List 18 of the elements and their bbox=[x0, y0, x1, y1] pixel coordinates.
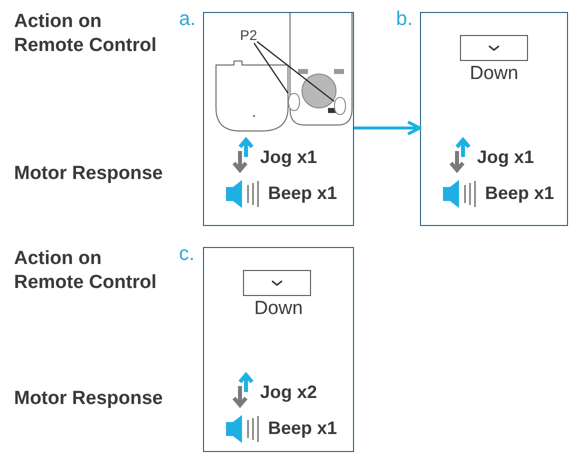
motor-response-text: Jog x1 bbox=[260, 147, 318, 168]
motor-response-text: Beep x1 bbox=[485, 183, 554, 204]
motor-response-text: Jog x1 bbox=[477, 147, 534, 168]
button-caption: Down bbox=[468, 63, 520, 85]
motor-response-text: Beep x1 bbox=[268, 418, 338, 439]
step-panel bbox=[203, 247, 354, 452]
button-caption: Down bbox=[253, 298, 304, 320]
row-heading: Action on Remote Control bbox=[14, 247, 158, 295]
row-heading: Action on Remote Control bbox=[14, 10, 158, 58]
step-letter: c. bbox=[179, 243, 195, 266]
step-letter: b. bbox=[396, 8, 413, 31]
arrow bbox=[354, 120, 422, 136]
motor-response-text: Jog x2 bbox=[260, 382, 318, 403]
step-letter: a. bbox=[179, 8, 196, 31]
row-heading: Motor Response bbox=[14, 387, 164, 411]
motor-response-text: Beep x1 bbox=[268, 183, 338, 204]
step-panel bbox=[420, 12, 568, 226]
row-heading: Motor Response bbox=[14, 162, 164, 186]
